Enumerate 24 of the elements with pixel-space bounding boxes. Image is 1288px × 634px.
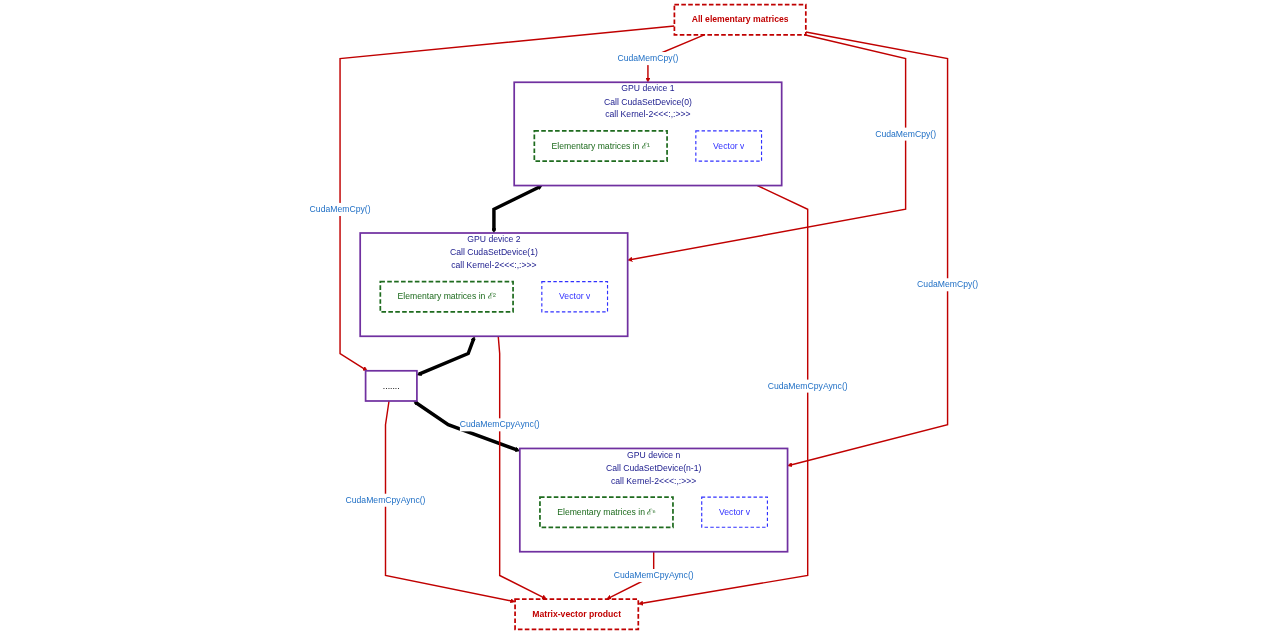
edge-label: CudaMemCpyAync() [345, 494, 426, 505]
node-box: Elementary matrices in ℰ² [379, 280, 515, 313]
edge-label: CudaMemCpy() [875, 128, 937, 139]
edge-label: CudaMemCpy() [617, 53, 679, 63]
edge-label: CudaMemCpyAync() [613, 570, 694, 580]
node-box: Matrix-vector product [514, 598, 640, 631]
node-box: Vector v [695, 130, 763, 162]
edge-label: CudaMemCpyAync() [767, 380, 848, 391]
edge-label: CudaMemCpy() [917, 279, 979, 290]
arrow [416, 336, 476, 376]
node-box: ....... [364, 369, 418, 402]
edge-label: CudaMemCpyAync() [459, 419, 540, 430]
arrow [497, 335, 548, 600]
node-box: Vector v [541, 281, 609, 313]
node-box: Elementary matrices in ℰⁿ [539, 496, 674, 529]
arrow [384, 400, 516, 604]
arrow [491, 185, 543, 234]
arrow [787, 31, 949, 468]
node-box: All elementary matrices [673, 3, 807, 36]
node-box: Elementary matrices in ℰ¹ [533, 130, 669, 162]
arrow [638, 184, 809, 606]
node-box: Vector v [701, 496, 769, 528]
edge-label: CudaMemCpy() [309, 203, 371, 214]
arrow [413, 400, 521, 452]
